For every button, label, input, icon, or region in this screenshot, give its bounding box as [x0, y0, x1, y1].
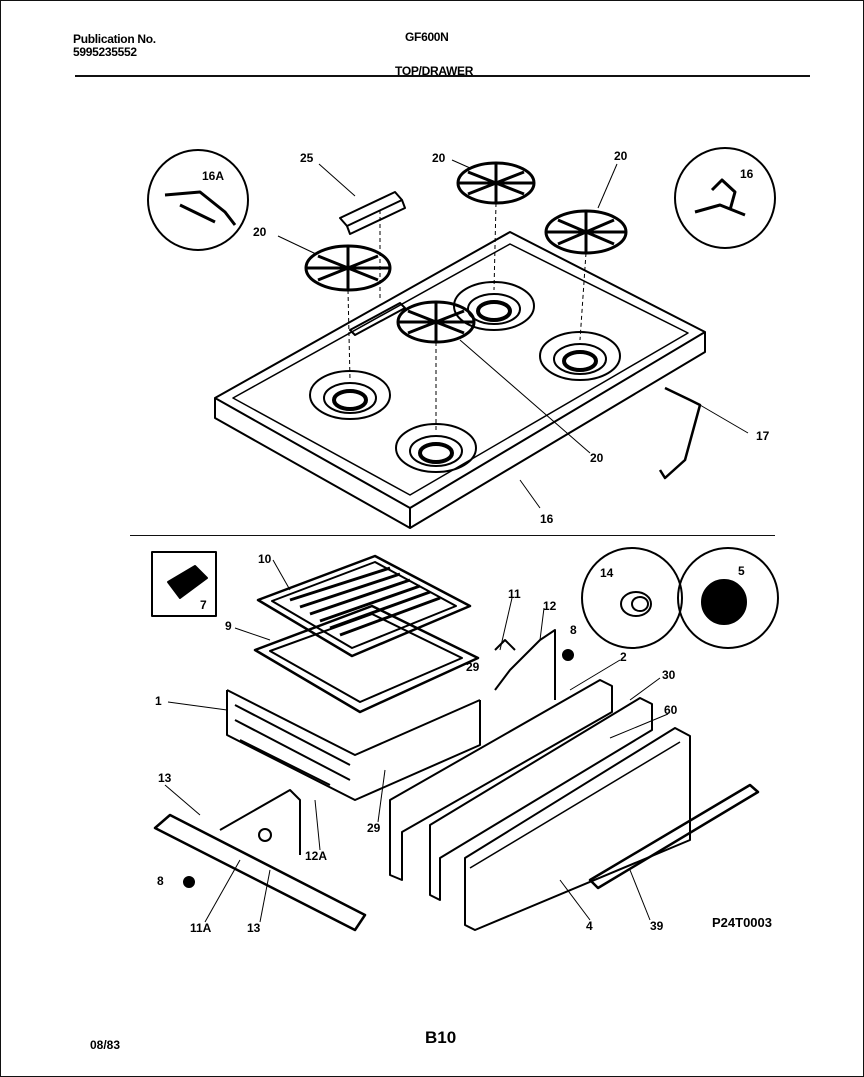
- callout-60: 60: [664, 703, 678, 717]
- callout-10: 10: [258, 552, 272, 566]
- part-12a-bracket: [219, 789, 301, 855]
- callout-20-center: 20: [590, 451, 604, 465]
- part-8-screw-bottom: [183, 876, 195, 888]
- callout-20-right: 20: [614, 149, 628, 163]
- inset-circle-14: [581, 547, 683, 649]
- callout-14: 14: [600, 566, 614, 580]
- callout-29-bottom: 29: [367, 821, 381, 835]
- broiler-pan-base: [253, 604, 480, 714]
- callout-29-top: 29: [466, 660, 480, 674]
- inset-circle-16: [674, 147, 776, 249]
- grate-rear: [456, 161, 536, 205]
- callout-30: 30: [662, 668, 676, 682]
- section-divider: [130, 535, 775, 536]
- part-11-clip: [494, 639, 516, 651]
- part-30-panel: [429, 697, 653, 901]
- callout-12: 12: [543, 599, 557, 613]
- page-number: B10: [425, 1028, 457, 1047]
- burner-well-front-center: [395, 423, 477, 473]
- callout-5: 5: [738, 564, 745, 578]
- grate-left: [304, 244, 392, 292]
- grate-right: [544, 209, 628, 255]
- cooktop-slot: [349, 302, 406, 336]
- callout-20-left: 20: [253, 225, 267, 239]
- callout-8-bottom: 8: [157, 874, 164, 888]
- callout-16-inset: 16: [740, 167, 754, 181]
- print-date: 08/83: [90, 1038, 121, 1052]
- callout-9: 9: [225, 619, 232, 633]
- callout-13-bottom: 13: [247, 921, 261, 935]
- callout-2: 2: [620, 650, 627, 664]
- callout-16a: 16A: [202, 169, 224, 183]
- part-17-wire: [658, 386, 702, 480]
- part-13-rail: [153, 813, 367, 932]
- callout-12a: 12A: [305, 849, 327, 863]
- callout-17: 17: [756, 429, 770, 443]
- part-2-panel: [389, 679, 613, 881]
- burner-well-front-left: [309, 370, 391, 420]
- drawing-id: P24T0003: [712, 915, 772, 930]
- part-29-roller: [258, 828, 272, 842]
- callout-20-rear: 20: [432, 151, 446, 165]
- drawer-frame: [226, 689, 481, 801]
- part-39-handle: [588, 783, 760, 890]
- callout-11a: 11A: [190, 921, 212, 935]
- callout-13-left: 13: [158, 771, 172, 785]
- section-title: TOP/DRAWER: [395, 64, 474, 78]
- callout-39: 39: [650, 919, 664, 933]
- inset-box-7: [151, 551, 217, 617]
- callout-25: 25: [300, 151, 314, 165]
- part-4-drawer-front: [464, 727, 691, 931]
- model-number: GF600N: [405, 30, 449, 44]
- burner-well-right: [539, 331, 621, 381]
- callout-8-top: 8: [570, 623, 577, 637]
- broiler-pan-grid: [256, 554, 472, 658]
- callout-7: 7: [200, 598, 207, 612]
- inset-circle-16a: [147, 149, 249, 251]
- inset-circle-5: [677, 547, 779, 649]
- header-rule: [75, 75, 810, 77]
- callout-16: 16: [540, 512, 554, 526]
- publication-label: Publication No.: [73, 32, 156, 46]
- publication-number: 5995235552: [73, 45, 137, 59]
- publication-block: Publication No. 5995235552: [73, 33, 156, 59]
- part-8-screw-top: [562, 649, 574, 661]
- callout-11: 11: [508, 587, 521, 601]
- grate-center: [396, 300, 476, 344]
- callout-1: 1: [155, 694, 162, 708]
- part-25-bracket: [339, 191, 406, 235]
- callout-4: 4: [586, 919, 593, 933]
- cooktop-top: [214, 231, 706, 529]
